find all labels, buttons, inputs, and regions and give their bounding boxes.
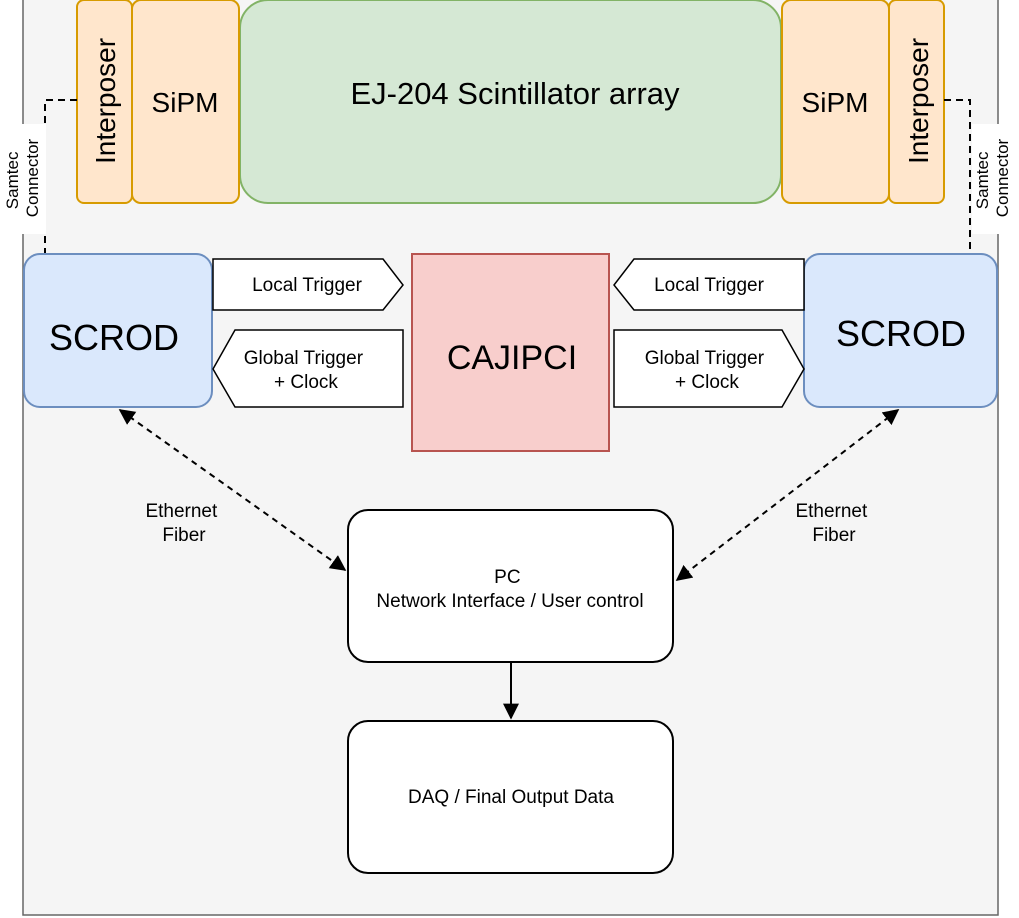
left-interposer-label: Interposer xyxy=(90,38,121,164)
right-global-trigger-line1: Global Trigger xyxy=(645,348,765,369)
right-ethernet-fiber-arrow xyxy=(675,409,900,581)
right-sipm-label: SiPM xyxy=(802,87,869,118)
left-connector-label-line1: Samtec xyxy=(3,151,22,209)
pc-label: PC Network Interface / User control xyxy=(376,567,643,612)
pc-label-line1: PC xyxy=(494,567,520,588)
right-interposer-box xyxy=(888,0,945,204)
left-local-trigger-arrow xyxy=(212,258,404,311)
left-global-trigger-arrow xyxy=(212,329,404,408)
left-connector-label: Samtec Connector xyxy=(3,138,42,217)
left-ethernet-fiber-line1: Ethernet xyxy=(145,501,218,522)
left-connector-label-bg xyxy=(2,124,46,234)
left-global-trigger-label: Global Trigger + Clock xyxy=(244,348,369,393)
left-connector-label-line2: Connector xyxy=(23,138,42,217)
left-sipm-label: SiPM xyxy=(152,87,219,118)
right-global-trigger-arrow xyxy=(613,329,805,408)
right-connector-label: Samtec Connector xyxy=(973,138,1012,217)
right-global-trigger-line2: + Clock xyxy=(675,372,739,393)
left-ethernet-fiber-label: Ethernet Fiber xyxy=(145,501,222,546)
left-scrod-box xyxy=(23,253,213,408)
left-scrod-label: SCROD xyxy=(49,317,179,358)
left-ethernet-fiber-arrow xyxy=(118,409,347,571)
scintillator-array-label: EJ-204 Scintillator array xyxy=(350,76,680,111)
pc-label-line2: Network Interface / User control xyxy=(376,591,643,612)
right-interposer-label: Interposer xyxy=(903,38,934,164)
right-connector-label-bg xyxy=(972,124,1018,234)
right-samtec-connector-line xyxy=(944,99,971,256)
right-connector-label-line2: Connector xyxy=(993,138,1012,217)
right-scrod-label: SCROD xyxy=(836,313,966,354)
right-scrod-box xyxy=(803,253,998,408)
right-connector-label-line1: Samtec xyxy=(973,151,992,209)
right-ethernet-fiber-line2: Fiber xyxy=(812,525,856,546)
cajipci-label: CAJIPCI xyxy=(447,339,577,377)
left-global-trigger-line2: + Clock xyxy=(274,372,338,393)
left-ethernet-fiber-line2: Fiber xyxy=(162,525,206,546)
right-local-trigger-label: Local Trigger xyxy=(654,275,765,296)
right-global-trigger-label: Global Trigger + Clock xyxy=(645,348,770,393)
right-local-trigger-arrow xyxy=(613,258,805,311)
daq-label: DAQ / Final Output Data xyxy=(408,787,614,808)
left-local-trigger-label: Local Trigger xyxy=(252,275,363,296)
right-ethernet-fiber-line1: Ethernet xyxy=(795,501,868,522)
left-interposer-box xyxy=(76,0,133,204)
cajipci-box xyxy=(411,253,610,452)
left-global-trigger-line1: Global Trigger xyxy=(244,348,364,369)
right-ethernet-fiber-label: Ethernet Fiber xyxy=(795,501,872,546)
daq-box xyxy=(347,720,674,874)
